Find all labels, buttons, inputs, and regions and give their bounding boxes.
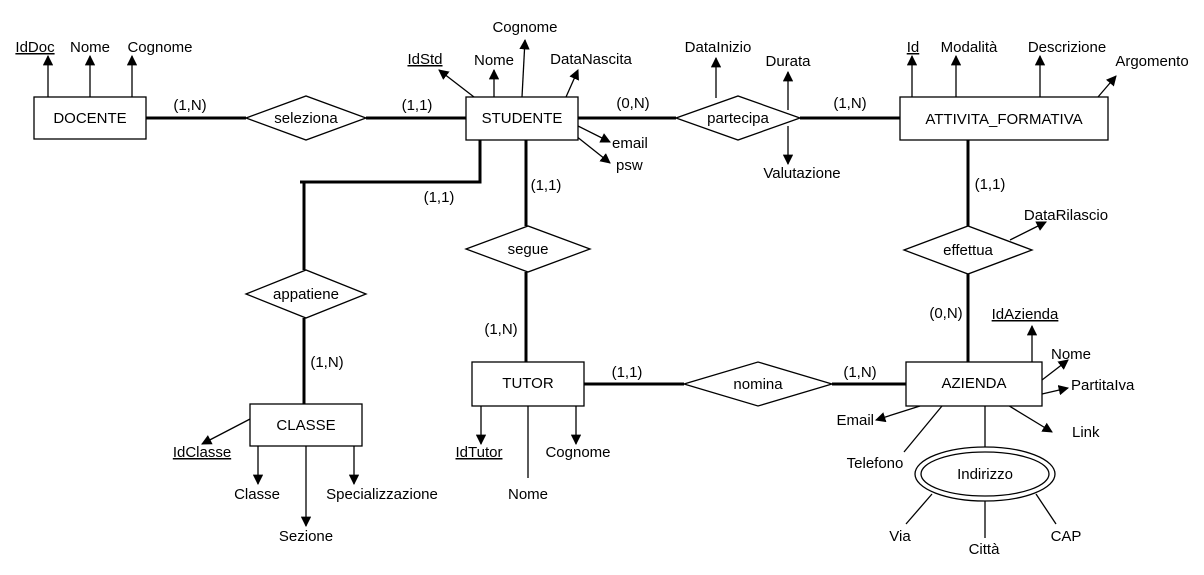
attribute-idstd: IdStd xyxy=(407,51,442,68)
relationship-label: effettua xyxy=(943,242,993,259)
attribute-psw: psw xyxy=(616,157,643,174)
attribute-link: Link xyxy=(1072,424,1100,441)
relationship-label: nomina xyxy=(733,376,783,393)
attribute-classe: Classe xyxy=(234,486,280,503)
cardinality-azienda-nomina: (1,N) xyxy=(843,364,876,381)
relationship-segue[interactable]: segue xyxy=(464,225,592,273)
attribute-citta: Città xyxy=(969,541,1001,558)
attribute-via: Via xyxy=(889,528,911,545)
relationship-nomina[interactable]: nomina xyxy=(681,361,835,407)
attribute-argomento: Argomento xyxy=(1115,53,1188,70)
attribute-partitaiva: PartitaIva xyxy=(1071,377,1135,394)
attribute-nome: Nome xyxy=(508,486,548,503)
cardinality-azienda-effettua: (0,N) xyxy=(929,305,962,322)
relationship-effettua[interactable]: effettua xyxy=(902,225,1034,275)
attribute-cognome: Cognome xyxy=(127,39,192,56)
attribute-cognome: Cognome xyxy=(545,444,610,461)
attribute-telefono: Telefono xyxy=(847,455,904,472)
attribute-labels: IdDoc Nome Cognome IdStd Nome Cognome Da… xyxy=(15,19,1188,558)
relationship-label: appatiene xyxy=(273,286,339,303)
cardinality-labels: (1,N) (1,1) (0,N) (1,N) (1,1) (1,N) (1,1… xyxy=(173,95,1005,381)
entity-label: DOCENTE xyxy=(53,110,126,127)
relationship-label: segue xyxy=(508,241,549,258)
cardinality-tutor-segue: (1,N) xyxy=(484,321,517,338)
entity-label: TUTOR xyxy=(502,375,554,392)
cardinality-docente-seleziona: (1,N) xyxy=(173,97,206,114)
attribute-email: Email xyxy=(836,412,874,429)
entity-label: CLASSE xyxy=(276,417,335,434)
attribute-email: email xyxy=(612,135,648,152)
attribute-id: Id xyxy=(907,39,920,56)
entity-azienda[interactable]: AZIENDA xyxy=(905,361,1043,407)
attribute-specializzazione: Specializzazione xyxy=(326,486,438,503)
relationship-appatiene[interactable]: appatiene xyxy=(244,269,368,319)
attribute-valutazione: Valutazione xyxy=(763,165,840,182)
attribute-lines xyxy=(42,38,1117,538)
attribute-modalita: Modalità xyxy=(941,39,998,56)
attribute-datanascita: DataNascita xyxy=(550,51,632,68)
attribute-iddoc: IdDoc xyxy=(15,39,55,56)
entity-tutor[interactable]: TUTOR xyxy=(471,361,585,407)
attribute-indirizzo[interactable]: Indirizzo xyxy=(914,446,1056,502)
attribute-nome: Nome xyxy=(1051,346,1091,363)
cardinality-studente-segue: (1,1) xyxy=(531,177,562,194)
relationship-seleziona[interactable]: seleziona xyxy=(244,95,368,141)
attribute-nome: Nome xyxy=(70,39,110,56)
entity-docente[interactable]: DOCENTE xyxy=(33,96,147,140)
attribute-datainizio: DataInizio xyxy=(685,39,752,56)
cardinality-studente-appatiene: (1,1) xyxy=(424,189,455,206)
entity-classe[interactable]: CLASSE xyxy=(249,403,363,447)
entity-studente[interactable]: STUDENTE xyxy=(465,96,579,141)
attribute-descrizione: Descrizione xyxy=(1028,39,1106,56)
attribute-durata: Durata xyxy=(765,53,811,70)
cardinality-attivita-partecipa: (1,N) xyxy=(833,95,866,112)
attribute-idtutor: IdTutor xyxy=(456,444,503,461)
entity-attivita-formativa[interactable]: ATTIVITA_FORMATIVA xyxy=(899,96,1109,141)
cardinality-attivita-effettua: (1,1) xyxy=(975,176,1006,193)
entity-label: AZIENDA xyxy=(941,375,1006,392)
relationship-partecipa[interactable]: partecipa xyxy=(674,95,802,141)
attribute-sezione: Sezione xyxy=(279,528,333,545)
relationship-label: seleziona xyxy=(274,110,338,127)
attribute-idazienda: IdAzienda xyxy=(992,306,1059,323)
attribute-datarilascio: DataRilascio xyxy=(1024,207,1108,224)
attribute-nome: Nome xyxy=(474,52,514,69)
attribute-cap: CAP xyxy=(1051,528,1082,545)
relationship-lines xyxy=(146,116,970,404)
cardinality-studente-partecipa: (0,N) xyxy=(616,95,649,112)
cardinality-tutor-nomina: (1,1) xyxy=(612,364,643,381)
entity-label: ATTIVITA_FORMATIVA xyxy=(925,111,1082,128)
attribute-cognome: Cognome xyxy=(492,19,557,36)
relationship-label: partecipa xyxy=(707,110,769,127)
attribute-idclasse: IdClasse xyxy=(173,444,231,461)
entity-label: STUDENTE xyxy=(482,110,563,127)
cardinality-classe-appatiene: (1,N) xyxy=(310,354,343,371)
attribute-label: Indirizzo xyxy=(957,466,1013,483)
cardinality-studente-seleziona: (1,1) xyxy=(402,97,433,114)
